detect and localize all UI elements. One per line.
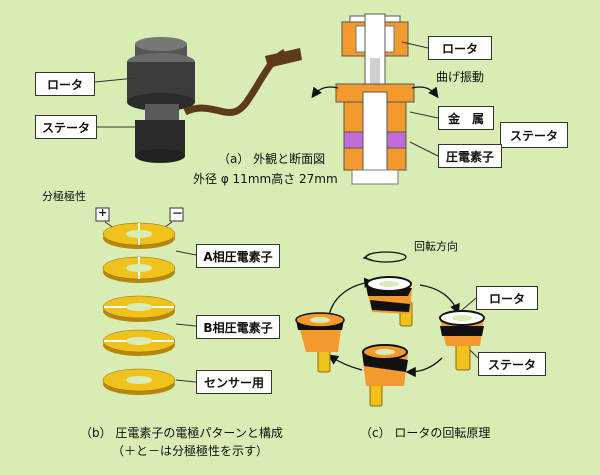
label-a-phase: A相圧電素子 (196, 244, 280, 268)
label-b-phase: B相圧電素子 (196, 315, 280, 339)
ring-a1 (102, 222, 176, 249)
motor-photo (127, 37, 302, 163)
rotor-stator-right (439, 310, 485, 371)
rotation-principle (295, 251, 485, 407)
motor-cross-section (335, 13, 415, 185)
polarity-minus: － (172, 207, 183, 220)
caption-a-title: （a） 外観と断面図 (218, 152, 326, 166)
label-polarization: 分極極性 (42, 190, 86, 203)
ring-sensor (102, 368, 176, 395)
caption-a-dimensions: 外径 φ 11mm高さ 27mm (193, 172, 338, 186)
ring-b2 (102, 329, 176, 356)
label-stator-photo: ステータ (35, 115, 97, 139)
polarity-plus: + (98, 206, 108, 219)
label-rotation-direction: 回転方向 (414, 240, 458, 253)
caption-c-title: （c） ロータの回転原理 (360, 426, 491, 440)
label-rotor-principle: ロータ (476, 286, 538, 310)
label-bending-vibration: 曲げ振動 (436, 70, 485, 84)
label-metal: 金 属 (438, 106, 494, 130)
ring-b1 (102, 295, 176, 322)
caption-b-note: （＋と－は分極極性を示す） (112, 444, 269, 458)
rotor-stator-left (295, 312, 345, 373)
label-stator-section: ステータ (500, 122, 568, 148)
label-rotor-photo: ロータ (35, 72, 95, 96)
label-rotor-section: ロータ (428, 36, 492, 60)
rotor-stator-bottom (362, 344, 408, 407)
rotor-stator-top (366, 276, 413, 327)
label-piezo-element: 圧電素子 (438, 144, 502, 168)
label-sensor: センサー用 (196, 370, 272, 394)
ring-a2 (102, 256, 176, 283)
label-stator-principle: ステータ (478, 352, 546, 376)
piezo-ring-stack (95, 207, 184, 395)
caption-b-title: （b） 圧電素子の電極パターンと構成 (80, 426, 283, 440)
